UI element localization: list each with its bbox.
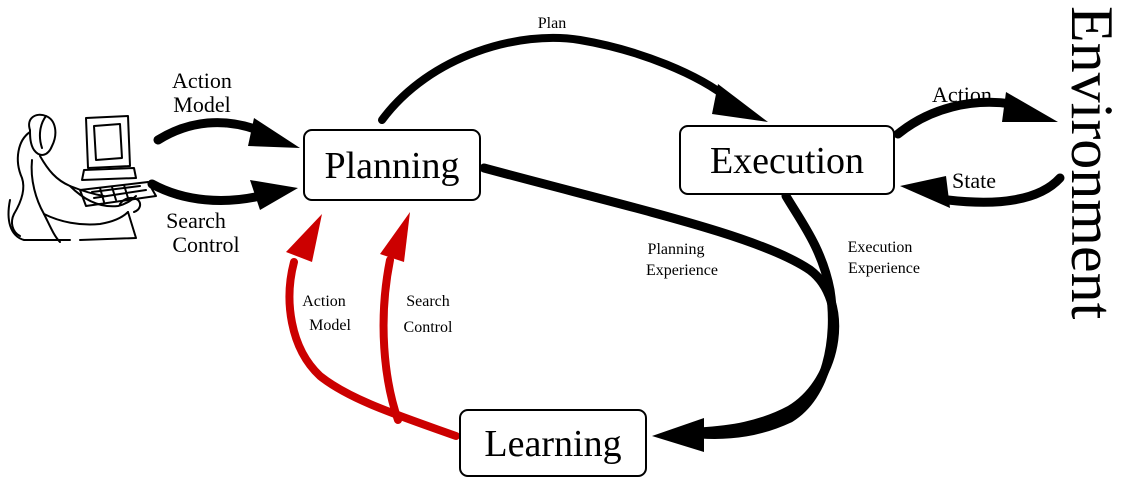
label-user-search-control-2: Control: [172, 232, 239, 257]
arrow-learned-search-control: [379, 212, 410, 424]
label-learned-search-control-2: Control: [404, 319, 453, 336]
label-learned-action-model-2: Model: [309, 317, 351, 334]
label-execution-experience-2: Experience: [848, 260, 920, 277]
arrow-planning-experience: [479, 163, 840, 437]
node-planning-label: Planning: [324, 145, 459, 187]
label-learned-action-model-1: Action: [302, 293, 346, 310]
node-learning-label: Learning: [484, 423, 621, 465]
label-learned-search-control-1: Search: [406, 293, 450, 310]
label-user-action-model-1: Action: [172, 68, 232, 93]
arrow-user-action-model: [153, 118, 300, 148]
arrow-action: [893, 92, 1058, 139]
label-user-action-model-2: Model: [173, 92, 230, 117]
arrow-state: [900, 173, 1065, 208]
label-state: State: [952, 168, 996, 193]
node-environment-label: Environment: [1059, 6, 1124, 320]
label-plan: Plan: [538, 15, 566, 32]
label-execution-experience-1: Execution: [848, 239, 913, 256]
label-planning-experience-1: Planning: [648, 241, 705, 258]
label-user-search-control-1: Search: [166, 208, 226, 233]
node-execution: Execution: [679, 125, 895, 195]
node-learning: Learning: [459, 409, 647, 477]
label-planning-experience-2: Experience: [646, 262, 718, 279]
arrow-user-search-control: [147, 179, 298, 210]
arrow-execution-experience: [652, 191, 837, 452]
label-action: Action: [932, 82, 992, 107]
arrow-plan: [378, 33, 768, 124]
node-execution-label: Execution: [710, 140, 864, 182]
arrow-learned-action-model: [285, 214, 460, 440]
person-at-computer-icon: [7, 113, 157, 243]
node-planning: Planning: [303, 129, 481, 201]
